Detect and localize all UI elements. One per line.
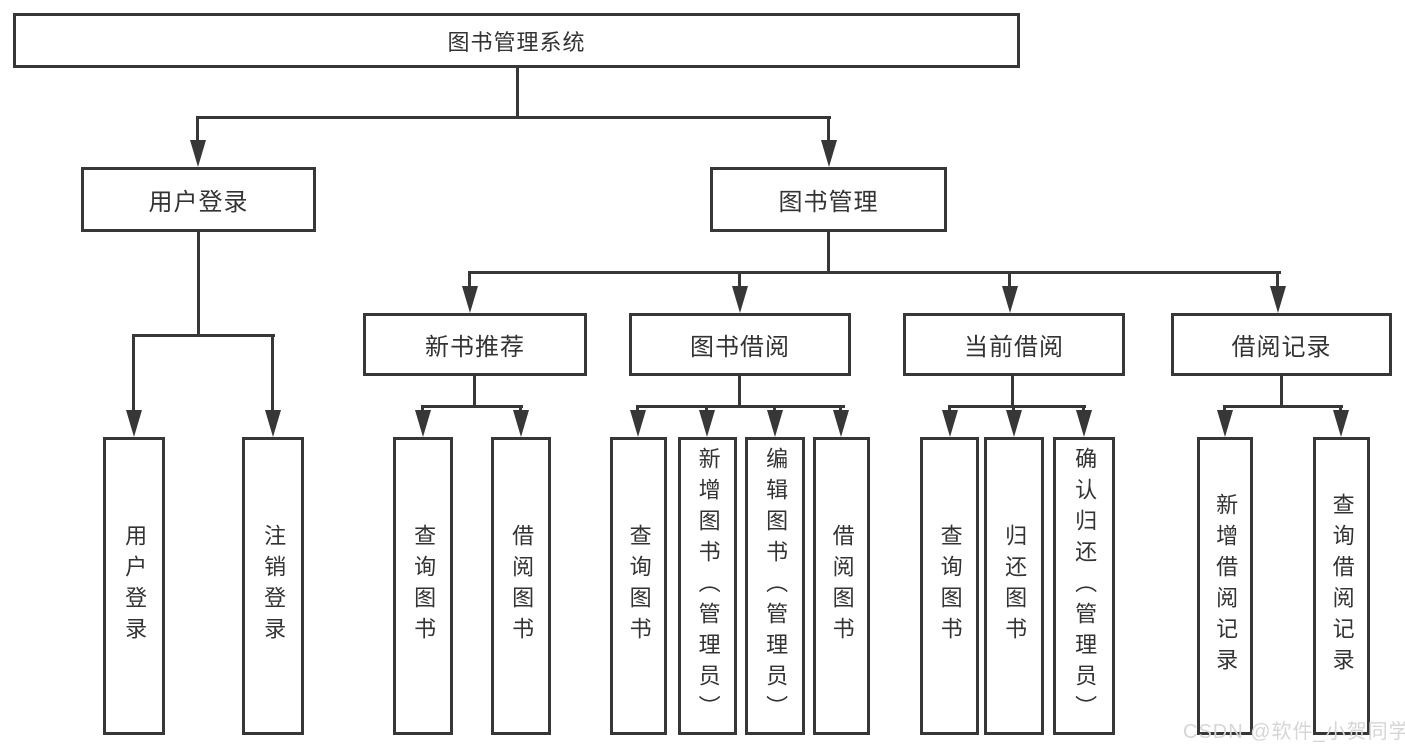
connector-line [839, 405, 842, 414]
node-leaf-borrow-borrow: 借阅图书 [813, 437, 870, 735]
connector-line [636, 405, 639, 414]
arrow-down-icon [942, 410, 958, 437]
arrow-down-icon [732, 286, 748, 313]
node-leaf-current-confirm: 确认归还（管理员） [1053, 437, 1115, 735]
connector-line [827, 116, 830, 144]
connector-line [1223, 405, 1226, 414]
connector-line [705, 405, 708, 414]
arrow-down-icon [1006, 410, 1022, 437]
node-leaf-current-query: 查询图书 [920, 437, 979, 735]
connector-line [1339, 405, 1342, 414]
connector-line [468, 271, 471, 289]
connector-line [1082, 405, 1085, 414]
connector-line [738, 271, 741, 289]
leaf-label: 借阅图书 [829, 524, 855, 648]
arrow-down-icon [1333, 410, 1349, 437]
arrow-down-icon [1270, 286, 1286, 313]
arrow-down-icon [1002, 286, 1018, 313]
node-leaf-current-return: 归还图书 [984, 437, 1044, 735]
connector-line [421, 405, 424, 414]
node-leaf-newbooks-borrow: 借阅图书 [491, 437, 551, 735]
leaf-label: 确认归还（管理员） [1072, 446, 1098, 726]
connector-line [516, 68, 519, 119]
node-current-borrow: 当前借阅 [903, 313, 1125, 376]
arrow-down-icon [1076, 410, 1092, 437]
connector-line [519, 405, 522, 414]
csdn-watermark: CSDN @软件_小贺同学 [1183, 721, 1405, 743]
leaf-label: 用户登录 [122, 524, 148, 648]
node-book-borrow: 图书借阅 [629, 313, 851, 376]
arrow-down-icon [513, 410, 529, 437]
connector-line [827, 232, 830, 274]
connector-line [773, 405, 776, 414]
connector-line [271, 334, 274, 412]
connector-line [948, 405, 951, 414]
connector-line [1008, 271, 1011, 289]
connector-line [1276, 271, 1279, 289]
connector-line [1012, 405, 1015, 414]
connector-line [636, 405, 845, 408]
node-new-books: 新书推荐 [363, 313, 587, 376]
node-leaf-borrow-add: 新增图书（管理员） [678, 437, 737, 735]
connector-line [197, 232, 200, 336]
node-book-mgmt: 图书管理 [710, 167, 947, 232]
node-leaf-records-query: 查询借阅记录 [1313, 437, 1370, 735]
connector-line [132, 334, 275, 337]
connector-line [1280, 376, 1283, 408]
leaf-label: 借阅图书 [509, 524, 535, 648]
leaf-label: 查询图书 [411, 524, 437, 648]
connector-line [468, 271, 1281, 274]
arrow-down-icon [767, 410, 783, 437]
leaf-label: 查询图书 [626, 524, 652, 648]
leaf-label: 新增借阅记录 [1213, 493, 1239, 679]
connector-line [948, 405, 1086, 408]
leaf-label: 编辑图书（管理员） [763, 446, 789, 726]
node-root: 图书管理系统 [13, 13, 1020, 68]
node-borrow-records: 借阅记录 [1171, 313, 1392, 376]
node-leaf-records-add: 新增借阅记录 [1197, 437, 1253, 735]
leaf-label: 查询借阅记录 [1329, 493, 1355, 679]
arrow-down-icon [821, 140, 837, 167]
connector-line [196, 116, 199, 144]
arrow-down-icon [462, 286, 478, 313]
node-leaf-borrow-edit: 编辑图书（管理员） [745, 437, 805, 735]
arrow-down-icon [1217, 410, 1233, 437]
arrow-down-icon [699, 410, 715, 437]
arrow-down-icon [265, 410, 281, 437]
connector-line [421, 405, 523, 408]
arrow-down-icon [833, 410, 849, 437]
connector-line [132, 334, 135, 412]
arrow-down-icon [190, 140, 206, 167]
leaf-label: 归还图书 [1002, 524, 1028, 648]
connector-line [1223, 405, 1343, 408]
arrow-down-icon [415, 410, 431, 437]
arrow-down-icon [126, 410, 142, 437]
leaf-label: 注销登录 [261, 524, 287, 648]
arrow-down-icon [630, 410, 646, 437]
node-leaf-borrow-query: 查询图书 [610, 437, 667, 735]
connector-line [738, 376, 741, 408]
node-leaf-logout: 注销登录 [242, 437, 304, 735]
leaf-label: 查询图书 [937, 524, 963, 648]
leaf-label: 新增图书（管理员） [695, 446, 721, 726]
node-leaf-newbooks-query: 查询图书 [393, 437, 453, 735]
connector-line [197, 116, 831, 119]
node-leaf-user-login: 用户登录 [103, 437, 165, 735]
node-user-login: 用户登录 [81, 167, 316, 232]
connector-line [1011, 376, 1014, 408]
connector-line [473, 376, 476, 408]
